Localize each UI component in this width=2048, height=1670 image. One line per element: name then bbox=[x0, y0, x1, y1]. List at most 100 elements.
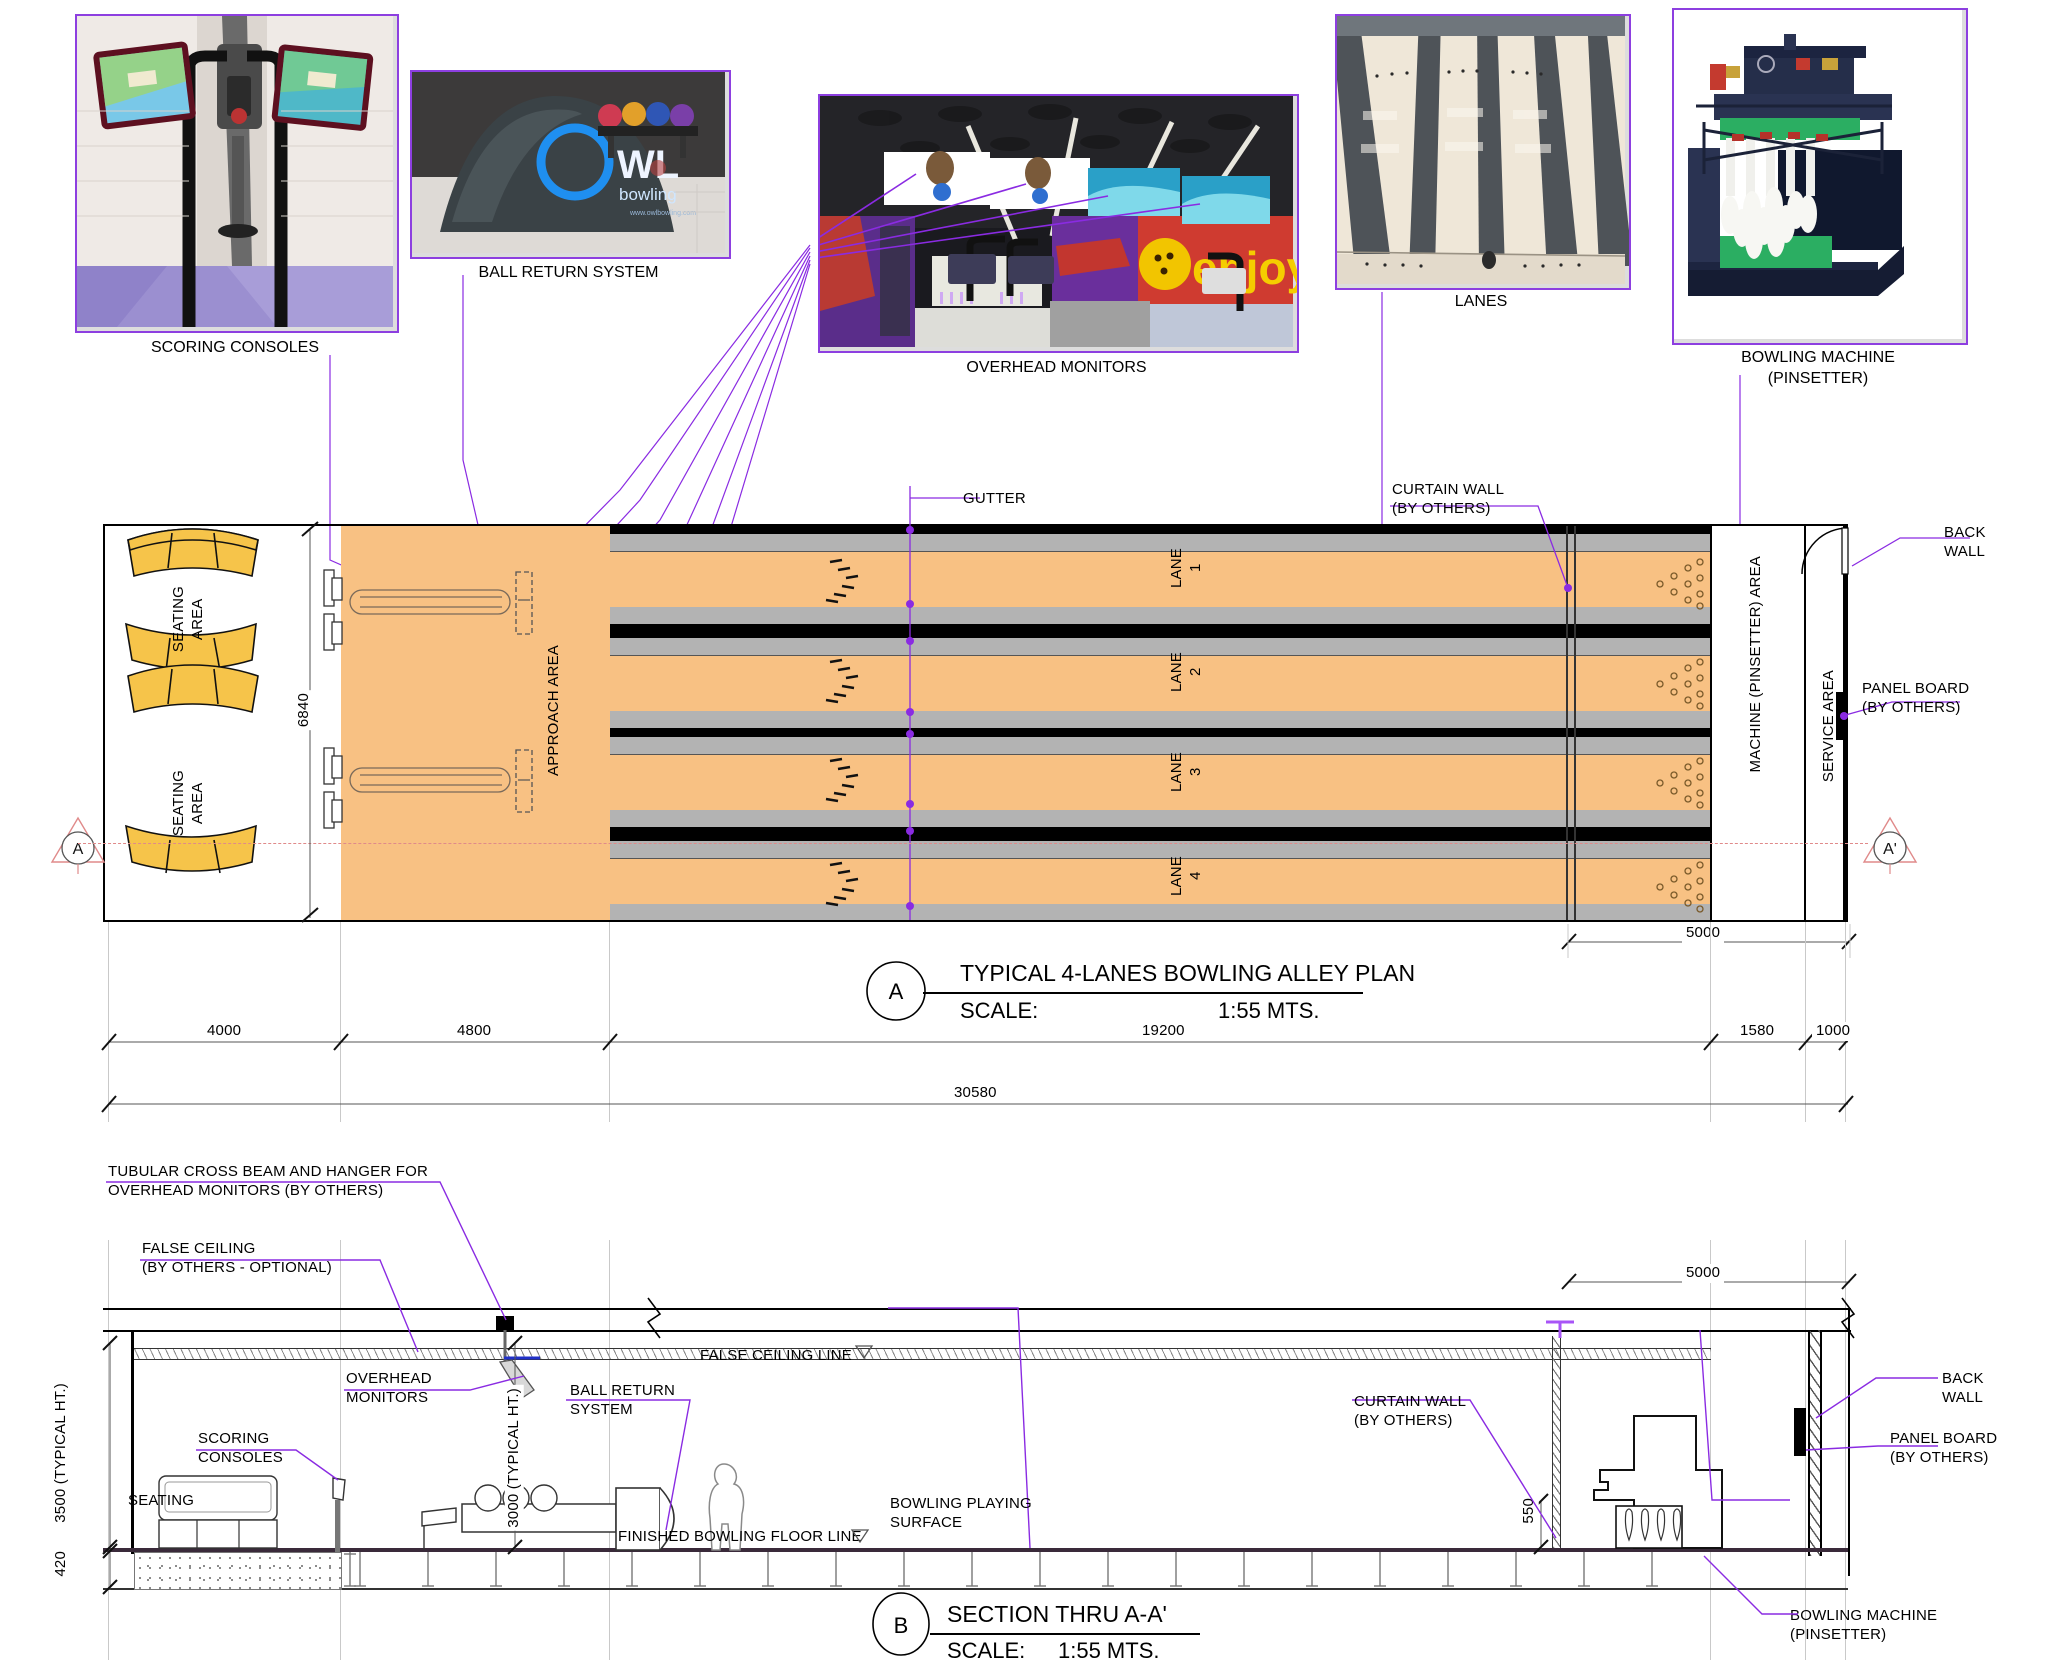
plan-door-swing-icon bbox=[1801, 527, 1849, 575]
photo-caption-bowling-machine: BOWLING MACHINE (PINSETTER) bbox=[1741, 349, 1895, 387]
svg-text:www.owlbowling.com: www.owlbowling.com bbox=[629, 210, 696, 217]
plan-dim-19200: 19200 bbox=[1138, 1022, 1189, 1041]
section-back-wall bbox=[1808, 1330, 1822, 1556]
photo-caption-ball-return-system: BALL RETURN SYSTEM bbox=[478, 264, 659, 281]
plan-curtain-wall-line-a bbox=[1566, 526, 1568, 920]
plan-title-rule bbox=[923, 992, 1363, 994]
section-grid-3 bbox=[609, 1240, 610, 1660]
photo-scoring-consoles bbox=[75, 14, 399, 333]
section-pinsetter-profile bbox=[1593, 1415, 1723, 1549]
svg-text:A: A bbox=[73, 841, 84, 858]
plan-callout-gutter: GUTTER bbox=[963, 490, 1026, 507]
photo-caption-scoring-consoles: SCORING CONSOLES bbox=[150, 339, 320, 356]
section-left-wall bbox=[131, 1330, 134, 1554]
plan-grid-5 bbox=[1805, 922, 1806, 1122]
section-callout-false-ceiling-line: FALSE CEILING LINE bbox=[700, 1347, 852, 1364]
section-ball-return-symbol bbox=[421, 1484, 675, 1551]
svg-text:bowling: bowling bbox=[619, 185, 677, 204]
plan-pin-deck-dots bbox=[1656, 558, 1704, 913]
plan-dim-4000: 4000 bbox=[203, 1022, 246, 1041]
section-callout-ball-return: BALL RETURN SYSTEM bbox=[570, 1382, 676, 1418]
svg-text:WL: WL bbox=[617, 143, 679, 187]
section-curtain-wall bbox=[1552, 1336, 1561, 1548]
section-callout-tubular-beam: TUBULAR CROSS BEAM AND HANGER FOR OVERHE… bbox=[108, 1163, 428, 1199]
section-grid-6 bbox=[1845, 1240, 1846, 1660]
plan-lane-arrows bbox=[825, 558, 859, 907]
photo-overhead-monitors: enjoy bbox=[818, 94, 1299, 353]
plan-back-wall bbox=[1843, 524, 1848, 922]
section-scoring-console-symbol bbox=[332, 1477, 346, 1552]
section-callout-false-ceiling: FALSE CEILING (BY OTHERS - OPTIONAL) bbox=[142, 1240, 332, 1276]
plan-ball-return-symbols bbox=[349, 571, 533, 813]
section-ceiling-line bbox=[103, 1330, 1851, 1332]
plan-label-seating-area-2: SEATING AREA bbox=[170, 770, 206, 837]
section-dim-label-5000: 5000 bbox=[1682, 1264, 1725, 1283]
section-callout-overhead-monitors: OVERHEAD MONITORS bbox=[346, 1370, 432, 1406]
plan-grid-1 bbox=[108, 922, 109, 1122]
section-grid-4 bbox=[1710, 1240, 1711, 1660]
plan-title-text: TYPICAL 4-LANES BOWLING ALLEY PLAN bbox=[960, 960, 1416, 986]
plan-back-wall-leader bbox=[1851, 537, 1970, 567]
section-curtain-wall-hanger bbox=[1546, 1320, 1574, 1338]
section-callout-leaders bbox=[106, 1181, 1938, 1549]
plan-seating-furniture bbox=[124, 528, 259, 874]
section-break-symbol-right bbox=[1840, 1297, 1856, 1339]
plan-callout-panel-board: PANEL BOARD (BY OTHERS) bbox=[1862, 680, 1970, 716]
section-dim-420 bbox=[102, 1543, 118, 1595]
section-dim-3500 bbox=[102, 1335, 118, 1555]
photo-caption-overhead-monitors: OVERHEAD MONITORS bbox=[966, 359, 1147, 376]
section-scale-value: 1:55 MTS. bbox=[1058, 1638, 1160, 1663]
plan-grid-2 bbox=[340, 922, 341, 1122]
section-human-figure bbox=[708, 1463, 745, 1551]
bowling-machine-image bbox=[1674, 10, 1962, 339]
section-right-boundary bbox=[1848, 1308, 1850, 1576]
plan-dim-1000: 1000 bbox=[1812, 1022, 1855, 1041]
plan-dim-30580: 30580 bbox=[950, 1084, 1001, 1103]
lanes-image bbox=[1337, 16, 1629, 284]
section-concrete-base bbox=[134, 1552, 342, 1590]
section-grid-2 bbox=[340, 1240, 341, 1660]
section-callout-bowling-machine: BOWLING MACHINE (PINSETTER) bbox=[1790, 1607, 1938, 1643]
section-callout-finished-floor-line: FINISHED BOWLING FLOOR LINE bbox=[618, 1528, 862, 1545]
section-panel-board bbox=[1794, 1408, 1806, 1456]
plan-section-mark-a: A bbox=[50, 816, 106, 874]
section-callout-scoring-consoles: SCORING CONSOLES bbox=[198, 1430, 283, 1466]
plan-label-machine-area: MACHINE (PINSETTER) AREA bbox=[1747, 556, 1764, 773]
section-callout-seating: SEATING bbox=[128, 1492, 195, 1509]
section-monitor-hanger bbox=[496, 1316, 540, 1399]
plan-panel-board-leader bbox=[1840, 701, 1960, 720]
section-break-symbols bbox=[646, 1297, 662, 1339]
section-floor-level-icon bbox=[850, 1529, 870, 1544]
plan-section-mark-a-prime: A' bbox=[1862, 816, 1918, 874]
plan-lane-label-3: LANE 3 bbox=[1168, 752, 1204, 792]
section-substructure-line bbox=[103, 1588, 1848, 1590]
section-false-ceiling-level-icon bbox=[854, 1345, 874, 1360]
section-callout-back-wall: BACK WALL bbox=[1942, 1370, 1984, 1406]
section-structural-slab-line bbox=[103, 1308, 1851, 1310]
section-callout-playing-surface: BOWLING PLAYING SURFACE bbox=[890, 1495, 1032, 1531]
overhead-monitors-image: enjoy bbox=[820, 96, 1297, 347]
plan-label-seating-area-1: SEATING AREA bbox=[170, 586, 206, 653]
section-grid-1 bbox=[108, 1240, 109, 1660]
plan-title-bubble: A bbox=[866, 961, 926, 1021]
plan-lane-label-1: LANE 1 bbox=[1168, 548, 1204, 588]
ball-return-image: WL bowling www.owlbowling.com bbox=[412, 72, 725, 253]
plan-label-approach-area: APPROACH AREA bbox=[545, 645, 562, 776]
section-title-text: SECTION THRU A-A' bbox=[947, 1601, 1167, 1627]
section-bowling-machine-leader bbox=[1703, 1555, 1798, 1615]
section-callout-panel-board: PANEL BOARD (BY OTHERS) bbox=[1890, 1430, 1998, 1466]
plan-lane-label-2: LANE 2 bbox=[1168, 652, 1204, 692]
plan-approach-area bbox=[341, 526, 611, 920]
plan-callout-curtain-wall: CURTAIN WALL (BY OTHERS) bbox=[1392, 481, 1505, 517]
plan-curtain-wall-leader bbox=[1390, 505, 1572, 592]
section-scale-label: SCALE: bbox=[947, 1638, 1026, 1663]
plan-dim-string bbox=[101, 1033, 1854, 1051]
section-finished-floor-line bbox=[103, 1548, 1848, 1552]
plan-lane-label-4: LANE 4 bbox=[1168, 856, 1204, 896]
svg-text:A: A bbox=[889, 979, 904, 1004]
section-seating-symbol bbox=[158, 1475, 278, 1549]
plan-view bbox=[0, 0, 2048, 420]
plan-callout-back-wall: BACK WALL bbox=[1944, 524, 1986, 560]
plan-dim-4800: 4800 bbox=[453, 1022, 496, 1041]
section-lane-pedestals bbox=[344, 1552, 1658, 1587]
